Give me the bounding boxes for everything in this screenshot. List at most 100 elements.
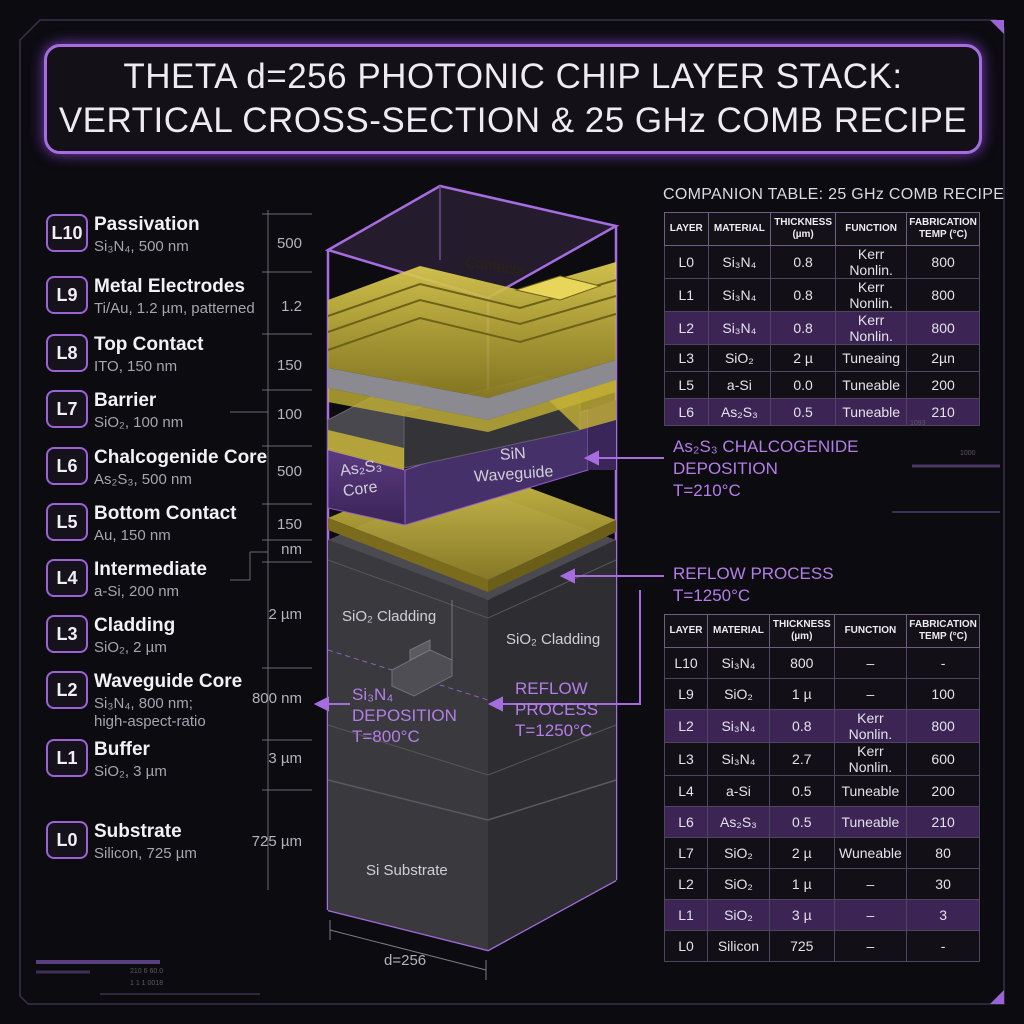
dimension-label: 100 — [276, 406, 302, 423]
dimension-label: 500 — [276, 235, 302, 252]
table-header-cell: MATERIAL — [707, 212, 772, 246]
table-cell-thickness: 0.5 — [768, 806, 835, 838]
table-cell-layer: L7 — [663, 837, 709, 869]
table-cell-thickness: 0.8 — [768, 709, 835, 743]
table-cell-temp: 800 — [906, 245, 980, 279]
layer-description: Silicon, 725 µm — [94, 845, 197, 862]
layer-name: Chalcogenide Core — [94, 447, 268, 468]
title-line-2: VERTICAL CROSS-SECTION & 25 GHz COMB REC… — [58, 101, 968, 140]
table-cell-function: – — [833, 930, 908, 962]
layer-name: Barrier — [94, 390, 157, 411]
table-cell-temp: 2µn — [906, 344, 980, 372]
table-cell-thickness: 0.8 — [770, 311, 837, 345]
dimension-ruler — [230, 210, 312, 890]
table-cell-layer: L0 — [664, 245, 709, 279]
layer-description-2: high-aspect-ratio — [94, 713, 206, 730]
table-header-cell: MATERIAL — [707, 614, 770, 648]
deposition-label-2: DEPOSITION — [352, 706, 457, 725]
dimension-label: 2 µm — [268, 606, 302, 623]
reflow-inner-1: REFLOW — [515, 679, 588, 698]
layer-name: Metal Electrodes — [94, 276, 245, 297]
table-header-cell: FABRICATION TEMP (°C) — [906, 212, 980, 246]
table-cell-layer: L6 — [663, 806, 709, 838]
width-ruler — [329, 920, 487, 980]
layer-description: Si₃N₄, 500 nm — [94, 238, 189, 255]
table-cell-layer: L6 — [664, 398, 709, 426]
dimension-label: 725 µm — [251, 833, 302, 850]
layer-badge: L8 — [46, 334, 88, 372]
layer-description: SiO₂, 100 nm — [94, 414, 184, 431]
layer-badge: L6 — [46, 447, 88, 485]
table-cell-material: Silicon — [707, 930, 770, 962]
layer-badge: L9 — [46, 276, 88, 314]
table-cell-temp: 100 — [906, 678, 980, 710]
table-cell-material: Si₃N₄ — [707, 709, 770, 743]
table-cell-function: Wuneable — [833, 837, 908, 869]
table-cell-temp: 3 — [906, 899, 980, 931]
table-cell-layer: L2 — [663, 868, 709, 900]
reflow-annotation-2: T=1250°C — [673, 586, 751, 605]
deposition-label-1: Si₃N₄ — [352, 685, 394, 704]
layer-name: Cladding — [94, 615, 176, 636]
table-cell-temp: 30 — [906, 868, 980, 900]
layer-name: Top Contact — [94, 334, 204, 355]
table-cell-function: Kerr Nonlin. — [835, 245, 908, 279]
decor-text-3: 210 6 60.0 — [130, 968, 164, 975]
layer-badge: L4 — [46, 559, 88, 597]
layer-badge: L0 — [46, 821, 88, 859]
cladding-left-label: SiO₂ Cladding — [342, 608, 437, 625]
table-cell-layer: L3 — [664, 344, 709, 372]
table-cell-temp: - — [906, 647, 980, 679]
title-box: THETA d=256 PHOTONIC CHIP LAYER STACK: V… — [44, 44, 982, 154]
table-cell-thickness: 0.5 — [770, 398, 837, 426]
layer-badge: L1 — [46, 739, 88, 777]
reflow-inner-3: T=1250°C — [515, 721, 593, 740]
dimension-label: nm — [281, 541, 302, 558]
table-cell-function: – — [833, 678, 908, 710]
layer-badge: L3 — [46, 615, 88, 653]
metal-electrode-layers — [327, 262, 617, 432]
table-cell-function: – — [833, 868, 908, 900]
table-cell-thickness: 0.8 — [770, 278, 837, 312]
table-cell-thickness: 0.5 — [768, 775, 835, 807]
table-cell-thickness: 2.7 — [768, 742, 835, 776]
table-cell-thickness: 725 — [768, 930, 835, 962]
layer-description: Si₃N₄, 800 nm; — [94, 695, 193, 712]
decor-text-4: 1 1 1 0018 — [130, 980, 164, 987]
layer-badge: L2 — [46, 671, 88, 709]
table-header-cell: FABRICATION TEMP (°C) — [906, 614, 980, 648]
table-cell-layer: L10 — [663, 647, 709, 679]
table-cell-material: As₂S₃ — [707, 398, 772, 426]
table-cell-material: a-Si — [707, 371, 772, 399]
layer-name: Waveguide Core — [94, 671, 243, 692]
table-cell-thickness: 800 — [768, 647, 835, 679]
chalcogenide-annotation-3: T=210°C — [673, 481, 741, 500]
table-cell-layer: L2 — [664, 311, 709, 345]
table-header-cell: FUNCTION — [833, 614, 908, 648]
table-cell-material: Si₃N₄ — [707, 278, 772, 312]
layer-description: Ti/Au, 1.2 µm, patterned — [94, 300, 255, 317]
table-header-cell: LAYER — [663, 614, 709, 648]
table-cell-function: – — [833, 899, 908, 931]
table-header-cell: THICKNESS (µm) — [768, 614, 835, 648]
table-cell-layer: L1 — [664, 278, 709, 312]
dimension-label: 800 nm — [251, 690, 302, 707]
table-cell-material: SiO₂ — [707, 868, 770, 900]
